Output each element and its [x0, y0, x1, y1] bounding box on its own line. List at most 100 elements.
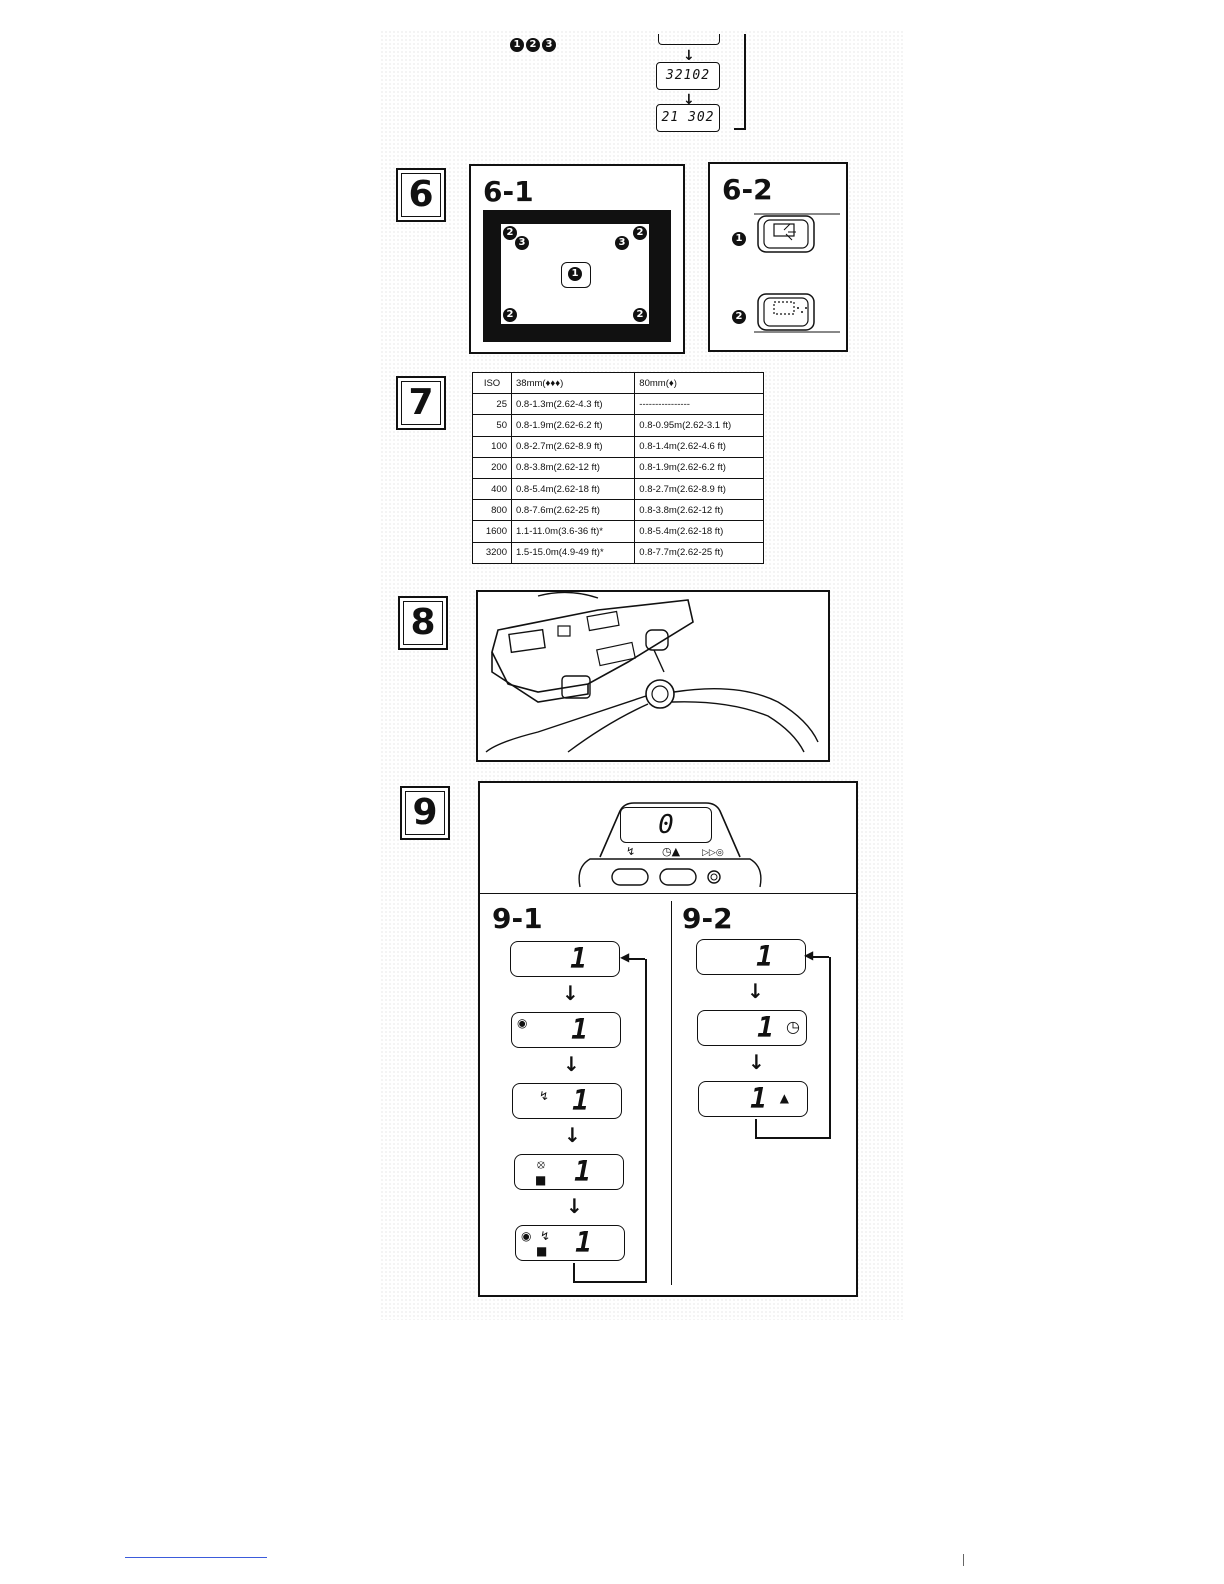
iso-cell: 200: [472, 456, 512, 479]
return-line: [734, 34, 746, 130]
mode-display-red-eye-night: ◉ ↯ ■ 1: [515, 1225, 625, 1261]
mode-display-landscape: 1 ▲: [698, 1081, 808, 1117]
svg-text:◷▲: ◷▲: [662, 845, 681, 858]
frame-counter-display: 32102: [656, 62, 720, 90]
red-eye-icon: ◉: [521, 1229, 532, 1243]
table-row: 200 0.8-3.8m(2.62-12 ft) 0.8-1.9m(2.62-6…: [472, 456, 764, 479]
viewfinder: 2 3 3 2 1 2 2: [483, 210, 671, 342]
iso-cell: 3200: [472, 541, 512, 564]
iso-cell: 100: [472, 435, 512, 458]
return-loop-line: [573, 959, 647, 1283]
marker-2: 2: [503, 226, 517, 240]
down-arrow-icon: ↓: [563, 1052, 580, 1076]
column-header-38mm: 38mm(♦♦♦): [510, 371, 636, 395]
frame-counter-display: 0: [620, 807, 712, 843]
range-38mm-cell: 0.8-2.7m(2.62-8.9 ft): [510, 435, 636, 458]
section-9-panel: ↯ ◷▲ ▷▷◎ 0 9-1 1 ↓ ◉ 1 ↓ ↯ 1 ↓ ⦻ ■ 1 ↓ ◉…: [478, 781, 858, 1297]
marker-2: 2: [732, 310, 746, 324]
panel-6-2: 6-2 1 2: [708, 162, 848, 352]
footer-rule: [125, 1557, 267, 1558]
frame-count: 1: [570, 942, 587, 975]
frame-count: 1: [571, 1013, 588, 1046]
range-38mm-cell: 0.8-1.9m(2.62-6.2 ft): [510, 414, 636, 437]
table-row: 400 0.8-5.4m(2.62-18 ft) 0.8-2.7m(2.62-8…: [472, 477, 764, 501]
flash-icon: ↯: [539, 1089, 550, 1103]
return-loop-stub: [755, 1119, 757, 1137]
divider: [480, 893, 856, 894]
marker-3: 3: [542, 38, 556, 52]
frame-count: 1: [572, 1084, 589, 1117]
marker-1: 1: [568, 267, 582, 281]
section-6-number: 6: [396, 168, 446, 222]
frame-count: 1: [574, 1155, 591, 1188]
range-80mm-cell: 0.8-5.4m(2.62-18 ft): [634, 520, 764, 543]
mode-display-flash-off-night: ⦻ ■ 1: [514, 1154, 624, 1190]
marker-1: 1: [732, 232, 746, 246]
flash-range-table: ISO 38mm(♦♦♦) 80mm(♦) 25 0.8-1.3m(2.62-4…: [472, 371, 764, 564]
marker-2: 2: [633, 226, 647, 240]
iso-cell: 1600: [472, 520, 512, 543]
column-header-80mm: 80mm(♦): [634, 371, 764, 395]
frame-count: 1: [575, 1226, 592, 1259]
range-38mm-cell: 1.1-11.0m(3.6-36 ft)*: [510, 520, 636, 543]
range-80mm-cell: 0.8-7.7m(2.62-25 ft): [634, 541, 764, 564]
range-38mm-cell: 1.5-15.0m(4.9-49 ft)*: [510, 541, 636, 564]
mode-display-red-eye: ◉ 1: [511, 1012, 621, 1048]
marker-2: 2: [633, 308, 647, 322]
down-arrow-icon: ↓: [566, 1194, 583, 1218]
down-arrow-icon: ↓: [562, 981, 579, 1005]
panel-title-9-1: 9-1: [492, 902, 543, 935]
return-loop-top: [626, 958, 645, 960]
range-80mm-cell: 0.8-1.9m(2.62-6.2 ft): [634, 456, 764, 479]
column-header-iso: ISO: [472, 371, 512, 395]
return-loop-stub: [573, 1263, 575, 1281]
section-7-number: 7: [396, 376, 446, 430]
down-arrow-icon: ↓: [683, 92, 695, 108]
return-arrow-icon: ◀: [804, 948, 814, 962]
mode-display-auto: 1: [510, 941, 620, 977]
landscape-icon: ▲: [779, 1091, 789, 1105]
night-scene-icon: ■: [535, 1173, 547, 1187]
top-fragment: 1 2 3 ↓ 32102 ↓ 21 302: [508, 34, 748, 152]
return-loop-top: [810, 956, 829, 958]
return-loop-line: [755, 957, 831, 1139]
panel-6-1: 6-1 2 3 3 2 1 2 2: [469, 164, 685, 354]
marker-1: 1: [510, 38, 524, 52]
viewfinder-lamp-on-icon: [754, 213, 840, 253]
panel-title-9-2: 9-2: [682, 902, 733, 935]
frame-count: 0: [658, 810, 674, 840]
iso-cell: 800: [472, 499, 512, 522]
table-row: 25 0.8-1.3m(2.62-4.3 ft) ---------------…: [472, 393, 764, 416]
af-frame: 1: [561, 262, 591, 288]
marker-3: 3: [515, 236, 529, 250]
mode-display-self-timer: 1 ◷: [697, 1010, 807, 1046]
frame-count: 1: [756, 940, 773, 973]
column-divider: [671, 901, 672, 1285]
table-header-row: ISO 38mm(♦♦♦) 80mm(♦): [472, 371, 764, 395]
return-arrow-icon: ◀: [620, 950, 630, 964]
mode-display-single: 1: [696, 939, 806, 975]
range-80mm-cell: 0.8-1.4m(2.62-4.6 ft): [634, 435, 764, 458]
iso-cell: 50: [472, 414, 512, 437]
table-row: 50 0.8-1.9m(2.62-6.2 ft) 0.8-0.95m(2.62-…: [472, 414, 764, 437]
night-scene-icon: ■: [536, 1244, 548, 1258]
mode-display-flash-on: ↯ 1: [512, 1083, 622, 1119]
range-38mm-cell: 0.8-3.8m(2.62-12 ft): [510, 456, 636, 479]
iso-cell: 400: [472, 477, 512, 501]
flash-off-icon: ⦻: [537, 1157, 545, 1171]
section-8-number: 8: [398, 596, 448, 650]
camera-strap-illustration: [485, 592, 819, 753]
section-9-number: 9: [400, 786, 450, 840]
self-timer-icon: ◷: [786, 1017, 800, 1036]
range-38mm-cell: 0.8-5.4m(2.62-18 ft): [510, 477, 636, 501]
table-row: 100 0.8-2.7m(2.62-8.9 ft) 0.8-1.4m(2.62-…: [472, 435, 764, 458]
panel-title: 6-2: [722, 173, 773, 206]
camera-top-panel-illustration: ↯ ◷▲ ▷▷◎: [578, 802, 762, 888]
down-arrow-icon: ↓: [748, 1050, 765, 1074]
frame-count: 1: [757, 1011, 774, 1044]
range-38mm-cell: 0.8-7.6m(2.62-25 ft): [510, 499, 636, 522]
panel-title: 6-1: [483, 175, 534, 208]
down-arrow-icon: ↓: [564, 1123, 581, 1147]
range-80mm-cell: 0.8-0.95m(2.62-3.1 ft): [634, 414, 764, 437]
table-row: 3200 1.5-15.0m(4.9-49 ft)* 0.8-7.7m(2.62…: [472, 541, 764, 564]
